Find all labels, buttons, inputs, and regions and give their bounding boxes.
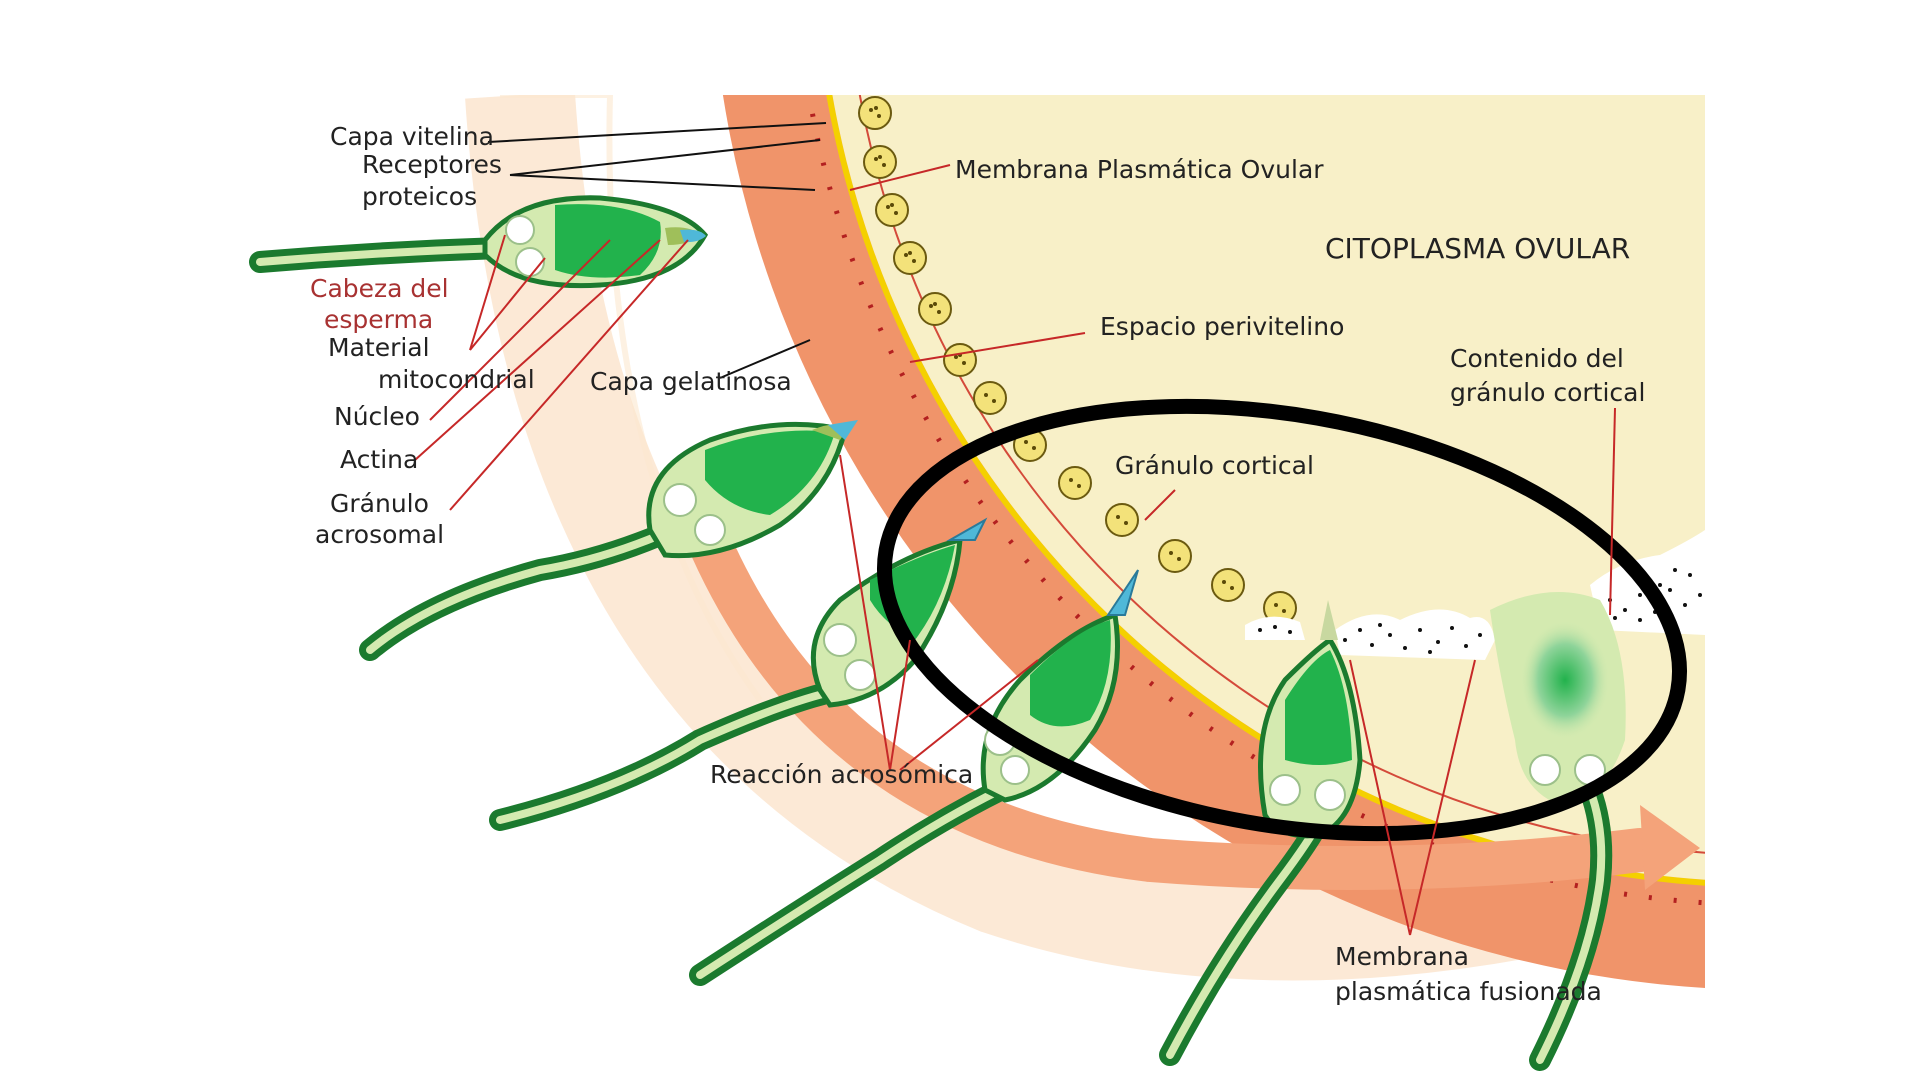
label-nucleo: Núcleo — [334, 402, 420, 431]
outer-band — [500, 95, 763, 702]
pointer-lines — [414, 122, 1616, 936]
label-fusionada-1: Membrana — [1335, 942, 1469, 971]
cortical-granules — [858, 96, 1297, 625]
label-reaccion: Reacción acrosómica — [710, 760, 973, 789]
label-granulo-acro-1: Gránulo — [330, 489, 429, 518]
label-capa-gelatinosa: Capa gelatinosa — [590, 367, 792, 396]
highlight-ellipse — [877, 398, 1687, 842]
label-contenido-1: Contenido del — [1450, 344, 1624, 373]
labels: Capa vitelina Receptores proteicos Cabez… — [310, 122, 1645, 1006]
label-actina: Actina — [340, 445, 418, 474]
progression-arrowhead — [1640, 805, 1700, 890]
label-fusionada-2: plasmática fusionada — [1335, 977, 1602, 1006]
granule-dots — [869, 106, 1286, 613]
label-granulo-acro-2: acrosomal — [315, 520, 444, 549]
label-contenido-2: gránulo cortical — [1450, 378, 1645, 407]
label-membrana-ovular: Membrana Plasmática Ovular — [955, 155, 1324, 184]
sperm-2 — [359, 420, 858, 661]
label-receptores-1: Receptores — [362, 150, 502, 179]
sperm-4 — [689, 569, 1139, 986]
label-espacio: Espacio perivitelino — [1100, 312, 1344, 341]
label-receptores-2: proteicos — [362, 182, 477, 211]
label-cabeza-2: esperma — [324, 305, 433, 334]
label-material-2: mitocondrial — [378, 365, 535, 394]
label-granulo-cortical: Gránulo cortical — [1115, 451, 1314, 480]
label-material-1: Material — [328, 333, 430, 362]
label-capa-vitelina: Capa vitelina — [330, 122, 494, 151]
sperm-6 — [1490, 592, 1626, 1071]
label-citoplasma: CITOPLASMA OVULAR — [1325, 232, 1630, 265]
sperm-5 — [1159, 600, 1363, 1066]
egg-cytoplasm — [832, 95, 1705, 880]
label-cabeza-1: Cabeza del — [310, 274, 449, 303]
progression-arrow — [678, 498, 1662, 890]
